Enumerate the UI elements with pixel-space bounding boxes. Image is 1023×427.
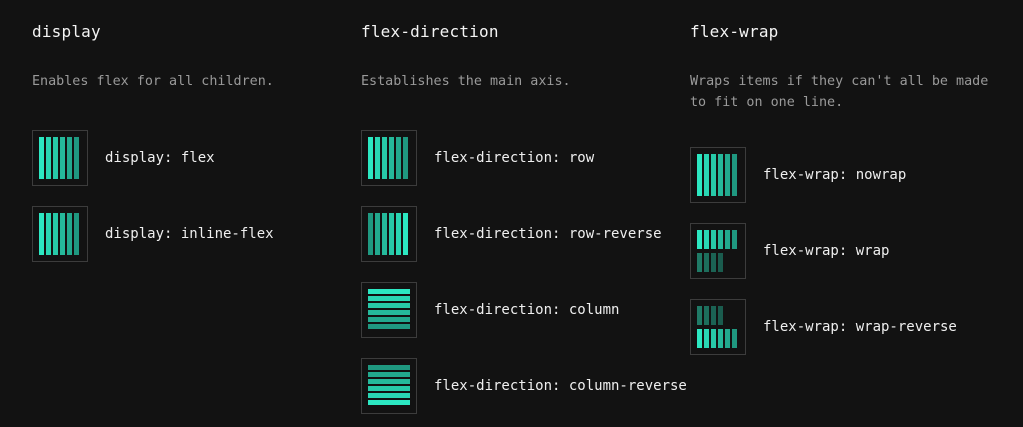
flex-item-bar	[368, 386, 410, 391]
flex-item-bar	[732, 329, 737, 348]
flex-item-bar	[711, 230, 716, 249]
flex-row-icon	[32, 206, 88, 262]
example-label: flex-wrap: wrap	[763, 243, 890, 259]
flex-item-bar	[368, 303, 410, 308]
flex-item-bar	[46, 137, 51, 179]
example-label: flex-direction: column-reverse	[434, 378, 687, 394]
flex-item-bar	[368, 137, 373, 179]
column-description: Wraps items if they can't all be made to…	[690, 74, 989, 110]
flex-item-bar-wrapped	[711, 306, 716, 325]
flex-item-bar	[718, 230, 723, 249]
flex-item-bar	[368, 324, 410, 329]
flex-item-bar	[368, 310, 410, 315]
flex-item-bar-wrapped	[718, 306, 723, 325]
flex-item-bar	[725, 154, 730, 196]
flex-item-bar-wrapped	[711, 253, 716, 272]
flex-item-bar	[711, 154, 716, 196]
example-label: display: flex	[105, 150, 215, 166]
flex-item-bar	[67, 213, 72, 255]
example-display-inline-flex: display: inline-flex	[32, 206, 274, 262]
example-label: flex-direction: row-reverse	[434, 226, 662, 242]
example-flex-wrap-wrap: flex-wrap: wrap	[690, 223, 889, 279]
flex-wrap-reverse-icon	[690, 299, 746, 355]
example-label: flex-direction: column	[434, 302, 620, 318]
flex-item-bar	[389, 213, 394, 255]
example-display-flex: display: flex	[32, 130, 215, 186]
example-flex-wrap-nowrap: flex-wrap: nowrap	[690, 147, 906, 203]
example-flex-wrap-wrap-reverse: flex-wrap: wrap-reverse	[690, 299, 957, 355]
flex-item-bar	[711, 329, 716, 348]
flex-item-bar	[67, 137, 72, 179]
example-flex-direction-column: flex-direction: column	[361, 282, 619, 338]
flex-item-bar	[368, 289, 410, 294]
flex-item-bar	[382, 137, 387, 179]
column-description: Enables flex for all children.	[32, 74, 274, 89]
flex-item-bar	[697, 230, 702, 249]
flex-row-icon	[32, 130, 88, 186]
example-label: flex-direction: row	[434, 150, 595, 166]
flex-item-bar	[403, 137, 408, 179]
flex-item-bar	[53, 213, 58, 255]
example-flex-direction-row: flex-direction: row	[361, 130, 594, 186]
flex-item-bar	[368, 365, 410, 370]
flex-item-bar	[368, 400, 410, 405]
flex-item-bar	[704, 329, 709, 348]
column-title: flex-direction	[361, 22, 499, 41]
flex-item-bar	[725, 329, 730, 348]
flex-item-bar	[375, 213, 380, 255]
flex-wrap-icon	[690, 223, 746, 279]
flex-item-bar	[368, 379, 410, 384]
flex-item-bar	[382, 213, 387, 255]
flex-item-bar	[368, 213, 373, 255]
flex-item-bar	[368, 393, 410, 398]
flex-item-bar	[46, 213, 51, 255]
flex-column-reverse-icon	[361, 358, 417, 414]
flex-item-bar	[725, 230, 730, 249]
flex-item-bar-wrapped	[697, 306, 702, 325]
flex-item-bar-wrapped	[704, 306, 709, 325]
flex-item-bar-wrapped	[697, 253, 702, 272]
example-flex-direction-row-reverse: flex-direction: row-reverse	[361, 206, 662, 262]
flex-item-bar	[697, 329, 702, 348]
flex-item-bar	[53, 137, 58, 179]
example-label: display: inline-flex	[105, 226, 274, 242]
flex-item-bar	[704, 230, 709, 249]
flex-item-bar	[396, 137, 401, 179]
flex-item-bar	[375, 137, 380, 179]
flex-item-bar	[704, 154, 709, 196]
column-title: display	[32, 22, 101, 41]
flex-item-bar	[39, 137, 44, 179]
column-description: Establishes the main axis.	[361, 74, 571, 89]
flex-item-bar	[403, 213, 408, 255]
flex-item-bar	[718, 329, 723, 348]
flex-item-bar	[718, 154, 723, 196]
flex-item-bar	[732, 154, 737, 196]
flex-item-bar	[60, 213, 65, 255]
flex-column-icon	[361, 282, 417, 338]
flex-item-bar	[74, 213, 79, 255]
flex-item-bar-wrapped	[704, 253, 709, 272]
flex-nowrap-icon	[690, 147, 746, 203]
flex-row-icon	[361, 130, 417, 186]
flex-item-bar	[396, 213, 401, 255]
flex-item-bar	[732, 230, 737, 249]
flex-item-bar	[389, 137, 394, 179]
flex-item-bar	[39, 213, 44, 255]
flex-item-bar	[60, 137, 65, 179]
example-flex-direction-column-reverse: flex-direction: column-reverse	[361, 358, 687, 414]
flex-item-bar	[368, 372, 410, 377]
example-label: flex-wrap: nowrap	[763, 167, 907, 183]
flex-item-bar-wrapped	[718, 253, 723, 272]
flex-item-bar	[74, 137, 79, 179]
flex-item-bar	[368, 296, 410, 301]
flex-row-reverse-icon	[361, 206, 417, 262]
example-label: flex-wrap: wrap-reverse	[763, 319, 957, 335]
column-title: flex-wrap	[690, 22, 779, 41]
flex-item-bar	[697, 154, 702, 196]
flex-item-bar	[368, 317, 410, 322]
